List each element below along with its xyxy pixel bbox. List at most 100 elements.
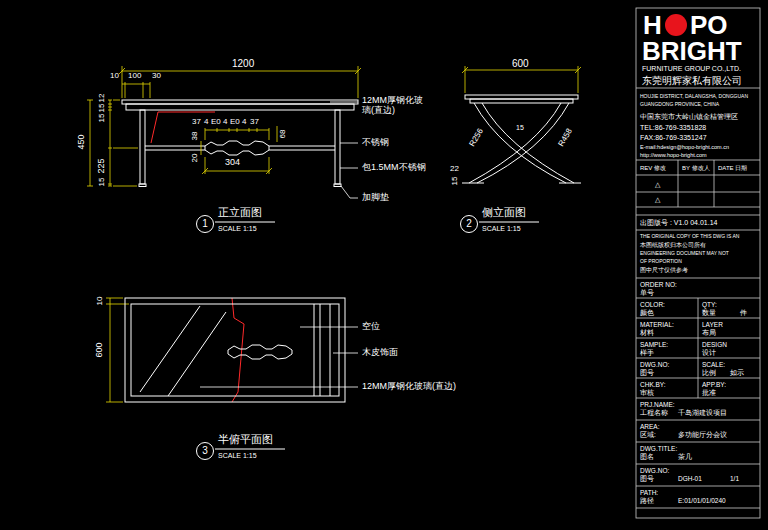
dimension-line <box>143 82 144 98</box>
dimension-text: E0 <box>211 118 221 127</box>
dimension-line <box>269 128 270 140</box>
title-block-cell: DWG.TITLE: <box>640 445 677 452</box>
dimension-text: 4 <box>204 118 208 127</box>
dimension-line <box>108 148 112 149</box>
title-block-cell: 颜色 <box>640 309 654 316</box>
dimension-line <box>113 100 120 101</box>
title-block-cell: 件 <box>740 309 747 316</box>
dimension-line <box>575 67 581 73</box>
title-block-cell: 茶几 <box>678 453 692 460</box>
title-block-cell: 设计 <box>702 349 716 356</box>
dimension-line <box>90 100 91 186</box>
dimension-text: 15 <box>98 114 107 123</box>
title-block-cell: 中国东莞市大岭山镇金桔管理区 <box>640 113 738 121</box>
leader-line <box>330 102 358 103</box>
plan-view <box>314 304 315 396</box>
title-block-cell: 图中尺寸仅供参考 <box>640 267 688 274</box>
view-marker: 2侧立面图SCALE 1:15 <box>460 215 478 233</box>
view-number: 3 <box>196 442 214 460</box>
title-block-grid <box>636 442 760 443</box>
dimension-line <box>150 82 151 98</box>
title-block-cell: 图名 <box>640 453 654 460</box>
dimension-text: R256 <box>468 128 485 149</box>
dimension-line <box>108 186 112 187</box>
dimension-text: R458 <box>557 128 574 149</box>
dimension-text: 37 <box>250 118 259 127</box>
plan-view <box>330 304 331 396</box>
side-view <box>462 183 484 184</box>
title-block-grid <box>636 230 760 231</box>
title-block-cell: DGH-01 <box>678 475 702 482</box>
dimension-line <box>87 100 93 101</box>
dimension-text: 600 <box>512 58 529 69</box>
title-block-cell: 路径 <box>640 497 654 504</box>
title-block-cell: 工程名称 <box>640 409 668 416</box>
dimension-line <box>202 168 208 174</box>
view-title: 正立面图 <box>218 206 262 218</box>
dimension-text: 12 <box>98 94 107 103</box>
view-number: 2 <box>460 215 478 233</box>
title-block-cell: BY 修改人 <box>682 165 710 172</box>
title-block-cell: APP.BY: <box>702 381 726 388</box>
view-title-underline <box>215 449 285 450</box>
break-line <box>151 112 244 402</box>
logo-mark <box>665 14 687 36</box>
title-block-cell: 材料 <box>640 329 654 336</box>
side-view <box>462 95 581 183</box>
dimension-text: 68 <box>279 130 288 139</box>
dimension-text: 15 <box>98 104 107 113</box>
title-block-cell: 比例 <box>702 369 716 376</box>
logo-text: H <box>643 12 662 38</box>
dimension-line <box>266 168 272 174</box>
side-view <box>477 103 569 183</box>
view-number: 1 <box>196 215 214 233</box>
front-view <box>145 150 205 151</box>
dimension-line <box>229 128 230 132</box>
title-block-cell: AREA: <box>640 423 660 430</box>
front-view <box>334 184 341 187</box>
dimension-line <box>108 100 112 101</box>
side-view <box>470 99 573 103</box>
plan-view <box>228 345 292 359</box>
title-block-cell: HOUJIE DISTRICT, DALANGSHA, DONGGUAN <box>640 94 748 100</box>
title-block-cell: 数量 <box>702 309 716 316</box>
break-line <box>151 112 215 143</box>
title-block-grid <box>636 8 760 518</box>
title-block-cell: SAMPLE: <box>640 341 668 348</box>
title-block-cell: FURNITURE GROUP CO.,LTD. <box>642 65 741 73</box>
title-block-grid <box>636 207 760 208</box>
dimension-text: 30 <box>152 72 161 81</box>
front-view <box>139 184 146 187</box>
dimension-line <box>113 186 137 187</box>
title-block-grid <box>636 215 760 216</box>
callout-label: 空位 <box>362 322 380 332</box>
view-scale: SCALE 1:15 <box>218 452 257 460</box>
dimension-line <box>110 298 111 402</box>
dimension-line <box>106 298 123 299</box>
title-block-cell: 如示 <box>730 369 744 376</box>
dimension-text: 1200 <box>232 58 254 69</box>
logo-mark <box>665 14 687 36</box>
title-block-cell: COLOR: <box>640 301 665 308</box>
view-title: 半俯平面图 <box>218 433 273 445</box>
dimension-line <box>201 141 202 155</box>
title-block-cell: 布局 <box>702 329 716 336</box>
view-circle <box>461 216 478 233</box>
dimension-line <box>119 68 125 74</box>
title-block-grid <box>636 8 760 518</box>
callout-label: 12MM厚钢化玻璃(直边) <box>362 96 428 116</box>
view-circle <box>197 216 214 233</box>
dimension-line <box>217 128 218 132</box>
dimension-text: E0 <box>230 118 240 127</box>
dimension-line <box>277 126 278 142</box>
front-view <box>269 150 335 151</box>
dimension-line <box>87 66 581 402</box>
leader-line <box>341 186 358 198</box>
callout-label: 不锈钢 <box>362 138 389 148</box>
view-circle <box>197 443 214 460</box>
view-scale: SCALE 1:15 <box>218 225 257 233</box>
title-block-cell: 图号 <box>640 475 654 482</box>
dimension-line <box>106 304 129 305</box>
title-block-cell: E-mail:hdesign@hopo-bright.com.cn <box>640 144 729 150</box>
